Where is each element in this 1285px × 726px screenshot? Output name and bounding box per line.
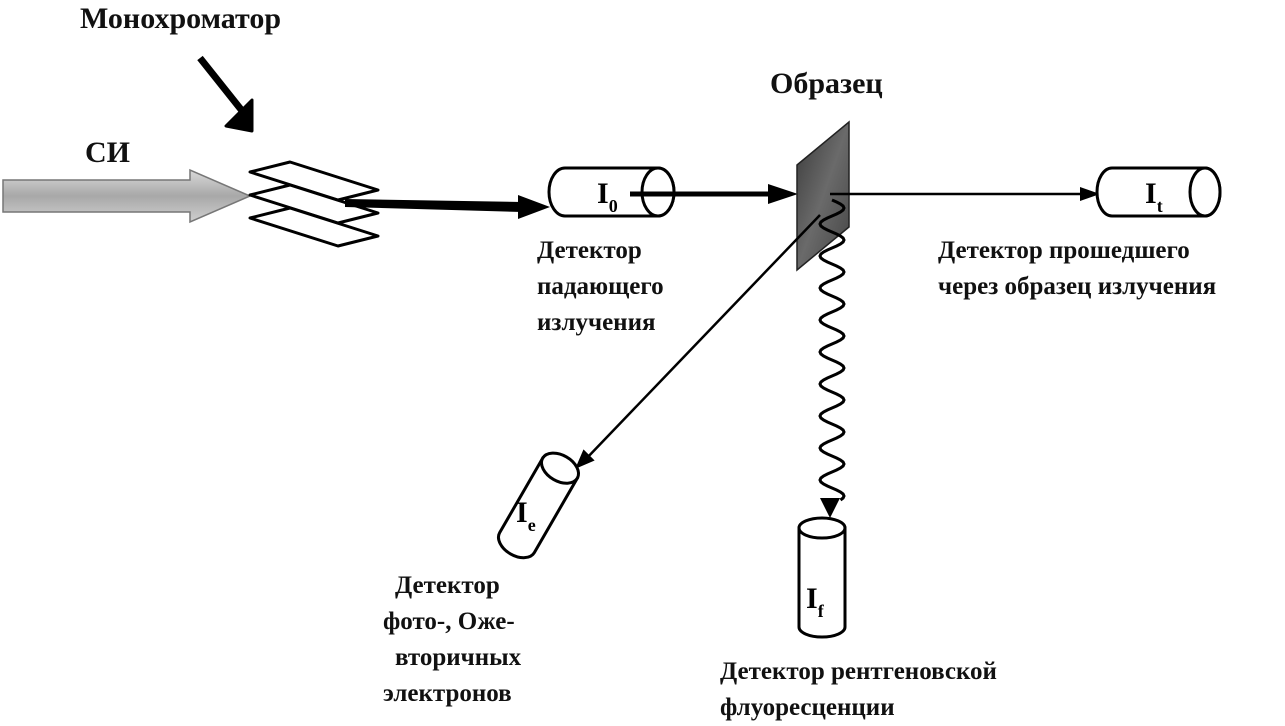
if-detector: If <box>797 516 847 639</box>
if-symbol: I <box>806 582 818 615</box>
svg-text:Ie: Ie <box>516 496 536 535</box>
it-symbol: I <box>1145 177 1157 210</box>
svg-text:I0: I0 <box>597 177 618 216</box>
i0-symbol: I <box>597 177 609 210</box>
electron-detector-label: Детектор фото-, Оже- вторичных электроно… <box>383 572 527 707</box>
beam-to-sample <box>630 184 798 204</box>
ie-symbol: I <box>516 496 528 529</box>
transmitted-beam <box>830 187 1100 201</box>
monochromator-crystals <box>248 160 380 248</box>
it-subscript: t <box>1157 196 1163 216</box>
sr-label: СИ <box>85 136 130 169</box>
svg-text:If: If <box>806 582 825 621</box>
it-detector: It <box>1095 166 1222 218</box>
svg-text:It: It <box>1145 177 1163 216</box>
electron-path <box>575 214 821 469</box>
if-subscript: f <box>818 601 825 621</box>
incident-beam <box>345 195 550 219</box>
monochromator-label: Монохроматор <box>80 2 281 35</box>
fluorescence-path <box>818 198 846 518</box>
sample-label: Образец <box>770 67 883 100</box>
sample-plate <box>796 120 850 272</box>
i0-subscript: 0 <box>609 196 618 216</box>
ie-detector <box>497 451 580 560</box>
incident-detector-label: Детектор падающего излучения <box>537 237 670 336</box>
ie-subscript: e <box>528 515 536 535</box>
sr-beam-arrow <box>2 168 252 224</box>
fluorescence-detector-label: Детектор рентгеновской флуоресценции <box>720 658 1003 721</box>
transmitted-detector-label: Детектор прошедшего через образец излуче… <box>938 237 1216 300</box>
monochromator-pointer-arrow <box>197 55 254 133</box>
